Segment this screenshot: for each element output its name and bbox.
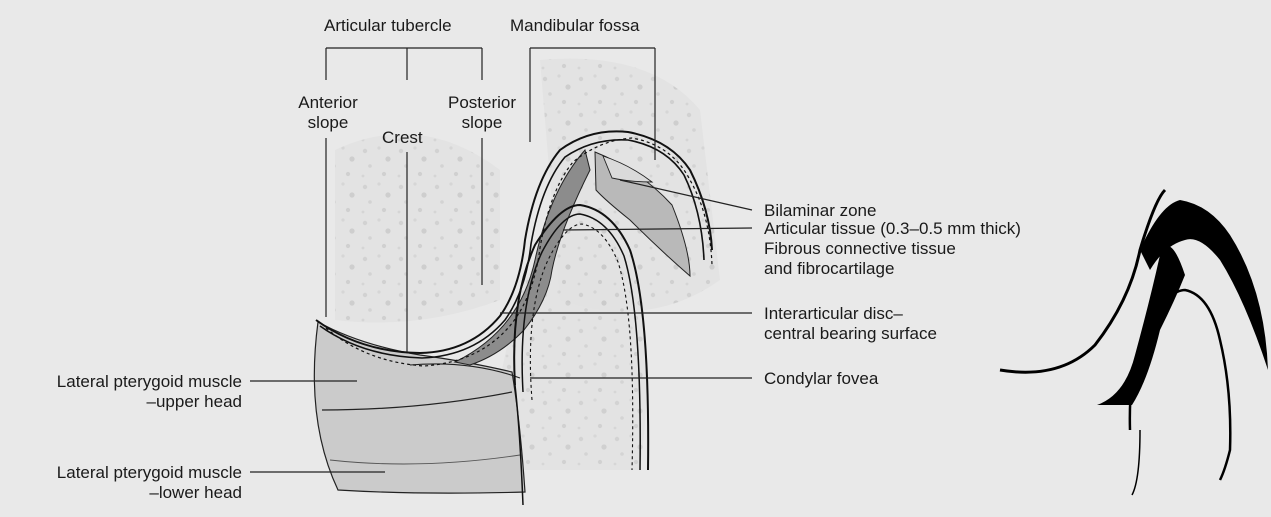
label-lateral-pterygoid-upper-line1: Lateral pterygoid muscle bbox=[0, 372, 242, 392]
label-posterior-slope-line2: slope bbox=[432, 113, 532, 133]
label-lateral-pterygoid-lower-line2: –lower head bbox=[0, 483, 242, 503]
label-posterior-slope: Posterior slope bbox=[432, 93, 532, 133]
label-articular-tissue-line1: Articular tissue (0.3–0.5 mm thick) bbox=[764, 219, 1021, 239]
label-lateral-pterygoid-upper: Lateral pterygoid muscle –upper head bbox=[0, 372, 242, 412]
label-articular-tubercle: Articular tubercle bbox=[324, 16, 452, 36]
label-lateral-pterygoid-lower: Lateral pterygoid muscle –lower head bbox=[0, 463, 242, 503]
label-condylar-fovea: Condylar fovea bbox=[764, 369, 878, 389]
label-lateral-pterygoid-upper-line2: –upper head bbox=[0, 392, 242, 412]
label-anterior-slope: Anterior slope bbox=[288, 93, 368, 133]
label-anterior-slope-line1: Anterior bbox=[288, 93, 368, 113]
label-anterior-slope-line2: slope bbox=[288, 113, 368, 133]
label-mandibular-fossa: Mandibular fossa bbox=[510, 16, 639, 36]
label-lateral-pterygoid-lower-line1: Lateral pterygoid muscle bbox=[0, 463, 242, 483]
label-interarticular-disc: Interarticular disc– central bearing sur… bbox=[764, 304, 937, 344]
label-crest: Crest bbox=[382, 128, 423, 148]
label-articular-tissue: Articular tissue (0.3–0.5 mm thick) Fibr… bbox=[764, 219, 1021, 279]
label-posterior-slope-line1: Posterior bbox=[432, 93, 532, 113]
inset-schematic bbox=[1000, 190, 1268, 495]
label-interarticular-disc-line1: Interarticular disc– bbox=[764, 304, 937, 324]
inset-condyle-inner bbox=[1132, 430, 1140, 495]
temporal-bone-texture bbox=[335, 134, 500, 323]
label-interarticular-disc-line2: central bearing surface bbox=[764, 324, 937, 344]
label-bilaminar-zone: Bilaminar zone bbox=[764, 201, 876, 221]
label-articular-tissue-line2: Fibrous connective tissue bbox=[764, 239, 1021, 259]
label-articular-tissue-line3: and fibrocartilage bbox=[764, 259, 1021, 279]
